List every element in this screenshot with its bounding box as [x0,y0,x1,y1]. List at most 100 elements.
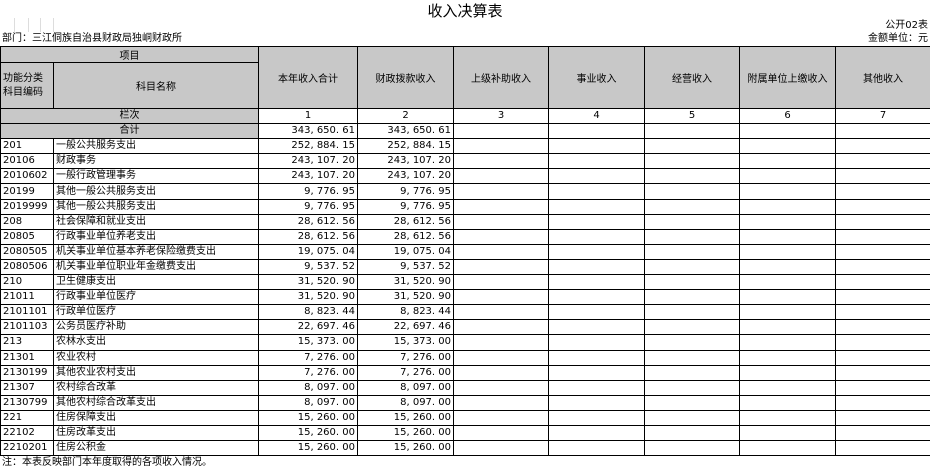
row-empty-cell [739,440,836,457]
row-empty-cell [739,304,836,321]
department-label: 部门：三江侗族自治县财政局独峒财政所 [2,33,182,44]
row-fiscal-income: 31, 520. 90 [357,289,454,306]
row-empty-cell [453,364,549,381]
row-fiscal-income: 19, 075. 04 [357,243,454,260]
row-empty-cell [644,304,740,321]
row-code: 210 [0,274,54,291]
row-total-income: 15, 260. 00 [258,424,358,442]
row-empty-cell [835,394,930,411]
row-empty-cell [644,243,740,260]
row-empty-cell [453,274,549,291]
row-empty-cell [835,274,930,291]
row-empty-cell [548,379,645,396]
row-empty-cell [453,243,549,260]
col-number: 5 [644,107,740,125]
row-name: 社会保障和就业支出 [53,213,259,230]
row-name: 其他一般公共服务支出 [53,183,259,200]
row-empty-cell [644,274,740,291]
row-code: 2101103 [0,319,54,336]
row-empty-cell [453,440,549,457]
row-code: 20199 [0,183,54,200]
row-empty-cell [548,274,645,291]
row-name: 其他农业农村支出 [53,364,259,381]
row-empty-cell [548,409,645,426]
row-empty-cell [835,349,930,366]
row-empty-cell [453,213,549,230]
row-empty-cell [835,198,930,215]
row-name: 行政单位医疗 [53,304,259,321]
row-fiscal-income: 9, 776. 95 [357,183,454,200]
row-fiscal-income: 7, 276. 00 [357,349,454,366]
row-empty-cell [644,183,740,200]
row-empty-cell [644,153,740,170]
row-empty-cell [453,168,549,185]
row-empty-cell [453,153,549,170]
row-total-income: 8, 097. 00 [258,394,358,411]
row-code: 20106 [0,153,54,170]
row-code: 2019999 [0,198,54,215]
row-empty-cell [739,198,836,215]
header-col-2: 财政拨款收入 [357,46,454,109]
row-empty-cell [739,379,836,396]
header-col-7: 其他收入 [835,46,930,109]
row-fiscal-income: 8, 097. 00 [357,379,454,396]
row-name: 一般公共服务支出 [53,138,259,155]
row-fiscal-income: 15, 260. 00 [357,440,454,457]
row-code: 2080505 [0,243,54,260]
row-empty-cell [739,274,836,291]
row-empty-cell [548,289,645,306]
row-empty-cell [453,394,549,411]
row-empty-cell [835,379,930,396]
row-name: 财政事务 [53,153,259,170]
row-fiscal-income: 31, 520. 90 [357,274,454,291]
row-empty-cell [739,243,836,260]
row-empty-cell [739,349,836,366]
row-total-income: 19, 075. 04 [258,243,358,260]
row-empty-cell [644,364,740,381]
row-fiscal-income: 243, 107. 20 [357,153,454,170]
row-name: 一般行政管理事务 [53,168,259,185]
row-empty-cell [644,198,740,215]
row-name: 公务员医疗补助 [53,319,259,336]
total-value [739,123,836,140]
row-empty-cell [548,213,645,230]
total-label: 合计 [0,123,259,140]
row-empty-cell [548,440,645,457]
row-empty-cell [644,228,740,245]
row-empty-cell [835,243,930,260]
row-total-income: 243, 107. 20 [258,168,358,185]
row-code: 201 [0,138,54,155]
row-fiscal-income: 252, 884. 15 [357,138,454,155]
row-empty-cell [644,349,740,366]
row-empty-cell [835,319,930,336]
row-empty-cell [453,424,549,442]
row-empty-cell [835,304,930,321]
row-empty-cell [548,424,645,442]
row-code: 221 [0,409,54,426]
total-value: 343, 650. 61 [357,123,454,140]
row-empty-cell [644,334,740,351]
row-total-income: 252, 884. 15 [258,138,358,155]
row-code: 213 [0,334,54,351]
row-empty-cell [548,304,645,321]
row-name: 行政事业单位医疗 [53,289,259,306]
row-empty-cell [548,153,645,170]
row-empty-cell [453,138,549,155]
row-code: 20805 [0,228,54,245]
row-fiscal-income: 9, 776. 95 [357,198,454,215]
sheet-gridlines [0,18,930,32]
row-empty-cell [835,409,930,426]
row-empty-cell [453,258,549,276]
row-empty-cell [548,183,645,200]
row-total-income: 15, 373. 00 [258,334,358,351]
